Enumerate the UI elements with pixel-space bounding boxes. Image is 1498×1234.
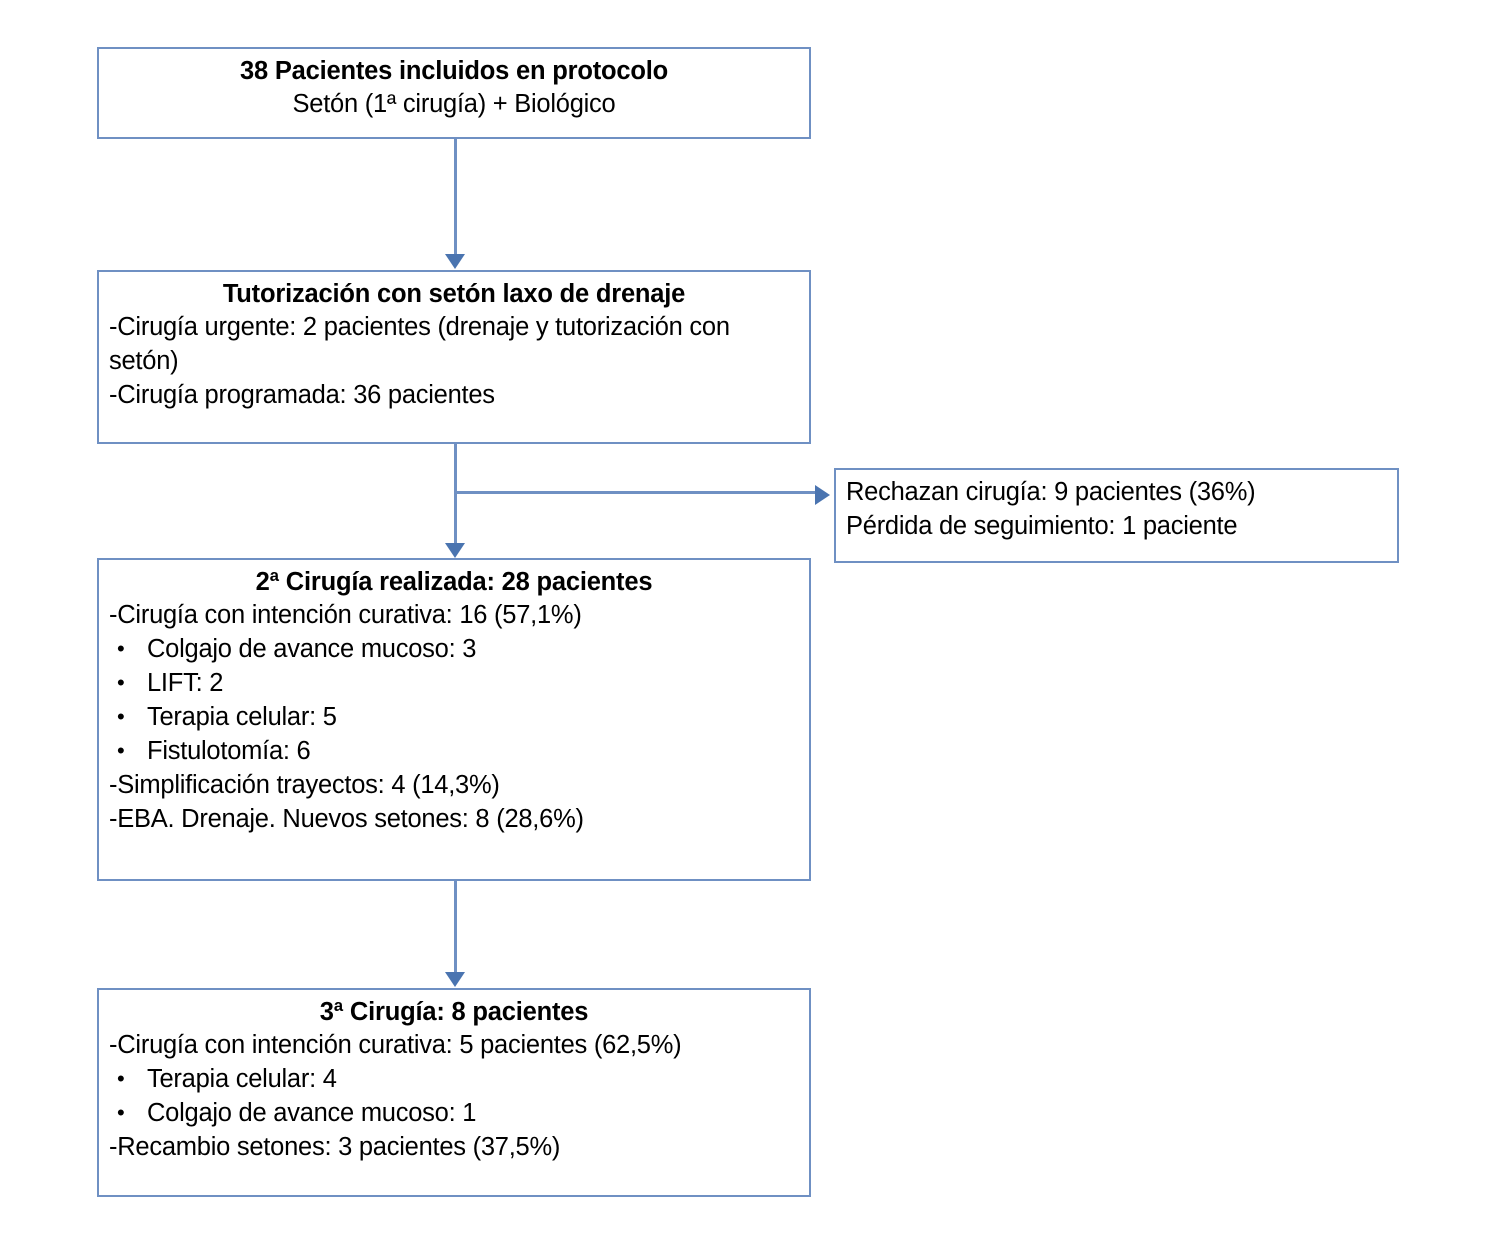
list-item: • Colgajo de avance mucoso: 3 (109, 633, 799, 667)
bullet-icon: • (117, 669, 125, 695)
bullet-icon: • (117, 1099, 125, 1125)
list-item: • Colgajo de avance mucoso: 1 (109, 1097, 799, 1131)
node-second-surgery-simplification: -Simplificación trayectos: 4 (14,3%) (109, 770, 500, 799)
bullet-icon: • (117, 703, 125, 729)
node-seton[interactable]: Tutorización con setón laxo de drenaje -… (97, 270, 811, 444)
node-seton-content: Tutorización con setón laxo de drenaje -… (99, 272, 809, 419)
list-item-label: Colgajo de avance mucoso: 3 (147, 635, 477, 664)
node-seton-line-scheduled: -Cirugía programada: 36 pacientes (109, 380, 495, 409)
connector-seton-to-second-surgery (454, 444, 457, 544)
list-item: • Terapia celular: 5 (109, 701, 799, 735)
list-item-label: Colgajo de avance mucoso: 1 (147, 1098, 477, 1127)
node-dropout[interactable]: Rechazan cirugía: 9 pacientes (36%) Pérd… (834, 468, 1399, 563)
node-second-surgery-content: 2ª Cirugía realizada: 28 pacientes -Ciru… (99, 560, 809, 842)
list-item: • Fistulotomía: 6 (109, 735, 799, 769)
list-item-label: Terapia celular: 5 (147, 702, 337, 731)
arrow-head-right-icon (815, 485, 830, 505)
arrow-head-down-icon (445, 254, 465, 269)
node-inclusion[interactable]: 38 Pacientes incluidos en protocolo Setó… (97, 47, 811, 139)
list-item: • LIFT: 2 (109, 667, 799, 701)
node-inclusion-subtitle: Setón (1ª cirugía) + Biológico (292, 90, 616, 119)
node-inclusion-title: 38 Pacientes incluidos en protocolo (239, 57, 669, 85)
connector-inclusion-to-seton (454, 139, 457, 255)
list-item-label: Fistulotomía: 6 (147, 736, 311, 765)
list-item-label: LIFT: 2 (147, 668, 224, 697)
node-third-surgery-curative: -Cirugía con intención curativa: 5 pacie… (109, 1031, 682, 1060)
node-dropout-line-refused: Rechazan cirugía: 9 pacientes (36%) (846, 478, 1256, 506)
connector-second-to-third-surgery (454, 881, 457, 973)
node-third-surgery[interactable]: 3ª Cirugía: 8 pacientes -Cirugía con int… (97, 988, 811, 1197)
arrow-head-down-icon (445, 543, 465, 558)
list-item: • Terapia celular: 4 (109, 1063, 799, 1097)
node-dropout-line-lost: Pérdida de seguimiento: 1 paciente (846, 511, 1238, 540)
node-third-surgery-exchange: -Recambio setones: 3 pacientes (37,5%) (109, 1132, 561, 1161)
node-seton-title: Tutorización con setón laxo de drenaje (222, 280, 686, 308)
node-third-surgery-title: 3ª Cirugía: 8 pacientes (319, 998, 589, 1026)
node-second-surgery-eba: -EBA. Drenaje. Nuevos setones: 8 (28,6%) (109, 804, 584, 833)
list-item-label: Terapia celular: 4 (147, 1065, 337, 1094)
bullet-icon: • (117, 636, 125, 662)
node-third-surgery-content: 3ª Cirugía: 8 pacientes -Cirugía con int… (99, 990, 809, 1171)
node-second-surgery-title: 2ª Cirugía realizada: 28 pacientes (255, 568, 653, 596)
bullet-icon: • (117, 1066, 125, 1092)
bullet-icon: • (117, 737, 125, 763)
node-seton-line-urgent: -Cirugía urgente: 2 pacientes (drenaje y… (109, 313, 730, 376)
connector-seton-to-dropout (454, 491, 816, 494)
arrow-head-down-icon (445, 972, 465, 987)
node-second-surgery-curative: -Cirugía con intención curativa: 16 (57,… (109, 601, 582, 630)
node-dropout-content: Rechazan cirugía: 9 pacientes (36%) Pérd… (836, 470, 1397, 550)
node-second-surgery[interactable]: 2ª Cirugía realizada: 28 pacientes -Ciru… (97, 558, 811, 881)
node-inclusion-content: 38 Pacientes incluidos en protocolo Setó… (99, 49, 809, 128)
